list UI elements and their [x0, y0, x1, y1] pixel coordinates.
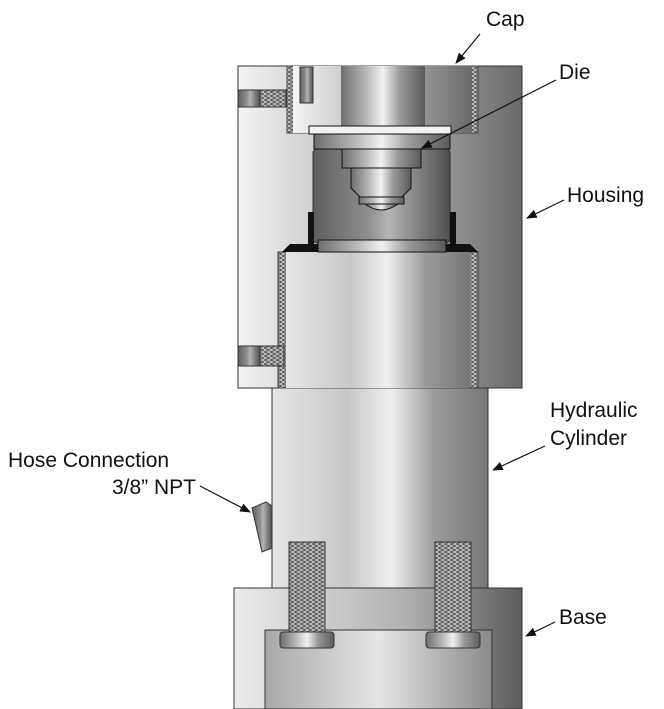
label-hose-1: Hose Connection: [8, 449, 169, 472]
hose-connection-fitting: [251, 501, 273, 553]
label-hydraulic-1: Hydraulic: [550, 399, 638, 422]
die: [282, 125, 478, 253]
hydraulic-leader: [492, 445, 546, 471]
label-base: Base: [559, 606, 607, 629]
set-screw-bottom: [237, 345, 261, 367]
bolt-left: [279, 541, 335, 649]
cap-leader: [455, 33, 481, 64]
set-screw-top: [237, 89, 261, 108]
bolt-right: [425, 541, 481, 649]
die-leader: [421, 79, 557, 149]
seal: [282, 212, 320, 252]
base-leader: [525, 621, 556, 637]
label-hydraulic-2: Cylinder: [550, 427, 627, 450]
label-cap: Cap: [486, 8, 525, 31]
label-hose-2: 3/8” NPT: [112, 476, 196, 499]
label-die: Die: [559, 61, 591, 84]
hose-leader: [199, 485, 251, 513]
base: [233, 587, 523, 709]
label-housing: Housing: [567, 184, 644, 207]
housing-leader: [526, 199, 565, 219]
